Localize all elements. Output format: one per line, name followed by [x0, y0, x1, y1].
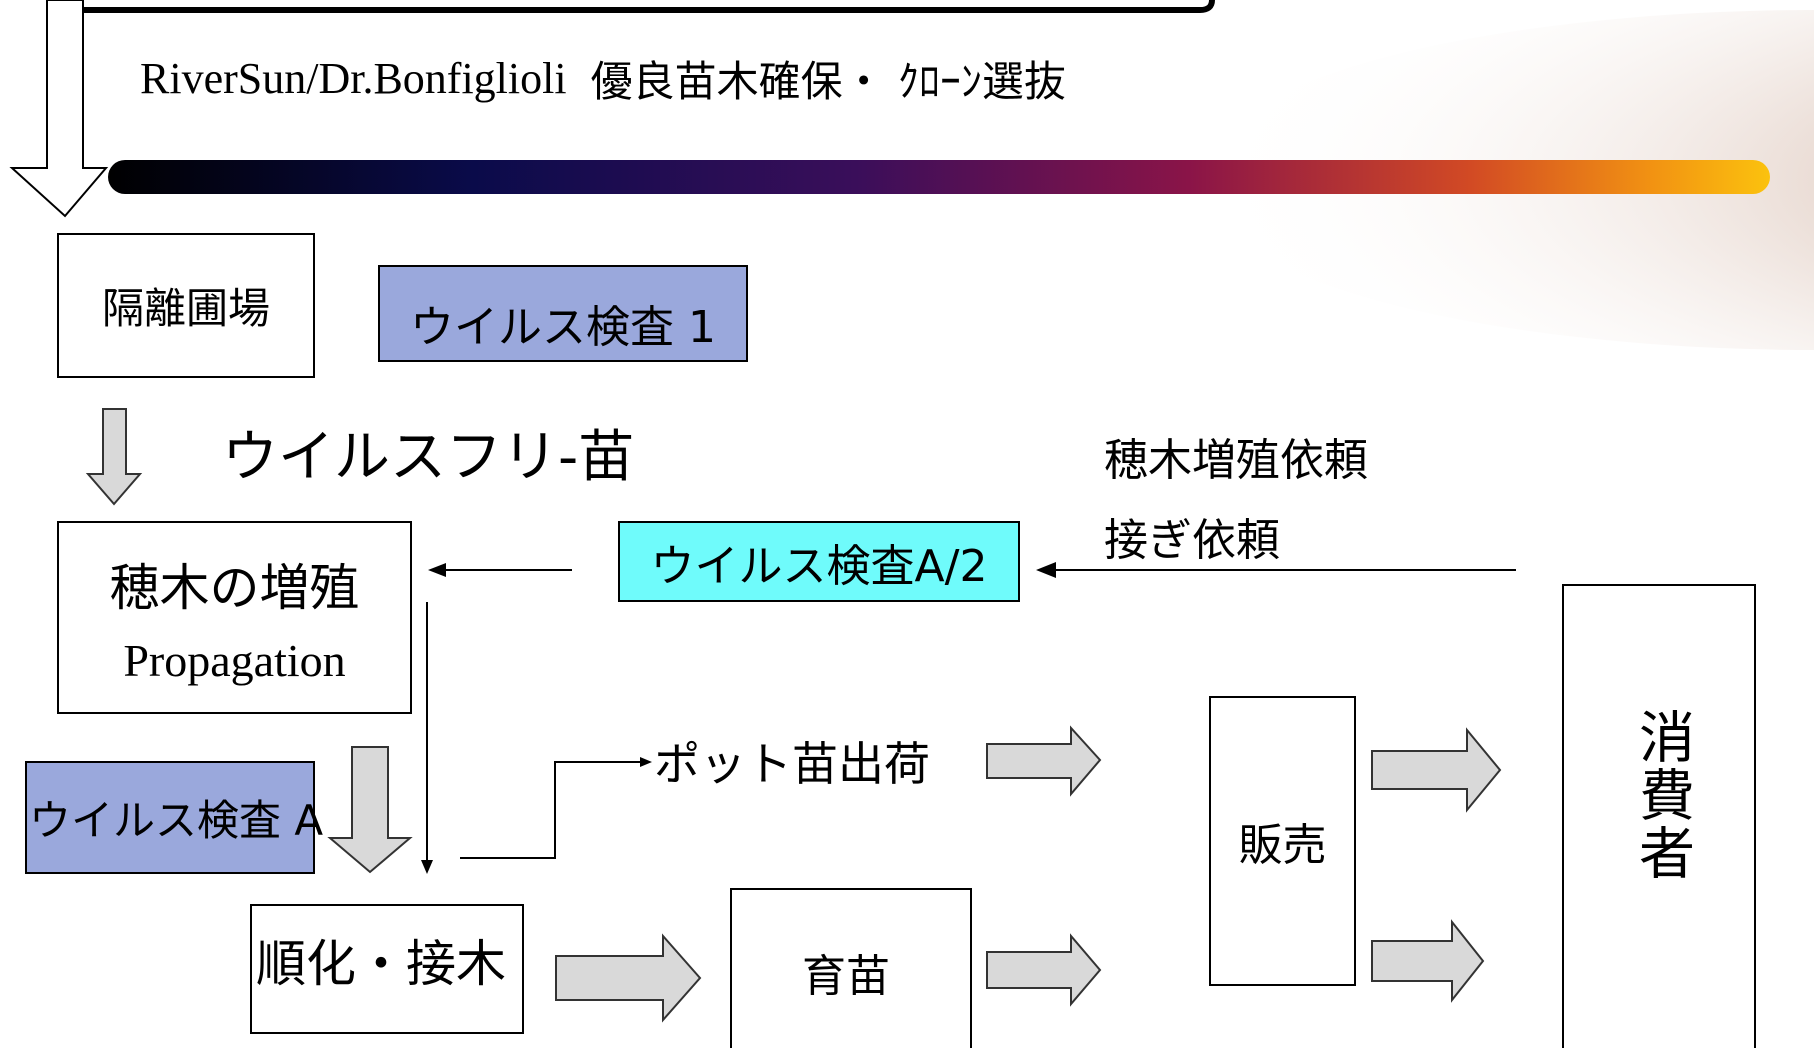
down-arrow-1 [85, 408, 143, 506]
arrowhead-request [1036, 562, 1056, 578]
arrowhead-a2 [428, 563, 446, 577]
header-caption-jp: 優良苗木確保・ ｸﾛｰﾝ選抜 [590, 56, 1066, 106]
title-frame-edge [72, 0, 1215, 13]
isolation-field-label: 隔離圃場 [101, 284, 270, 333]
consumer-label: 消費者 [1629, 708, 1695, 882]
virus-test-1-box: ウイルス検査 1 [378, 265, 748, 362]
grafting-request-label: 接ぎ依頼 [1104, 515, 1280, 566]
down-arrow-2 [327, 746, 413, 874]
block-arrow-pot-to-sales [986, 725, 1102, 797]
header-caption: RiverSun/Dr.Bonfiglioli 優良苗木確保・ ｸﾛｰﾝ選抜 [140, 48, 1066, 108]
seedling-raising-label: 育苗 [802, 951, 890, 1002]
block-arrow-sales-to-consumer-bottom [1371, 919, 1485, 1003]
arrowhead-propagation-down [421, 860, 433, 874]
arrowhead-pot-shipment [640, 757, 652, 767]
acclimation-grafting-box: 順化・接木 [250, 904, 524, 1034]
virus-test-a-box: ウイルス検査 A [25, 761, 323, 874]
header-caption-latin: RiverSun/Dr.Bonfiglioli [140, 53, 567, 103]
pot-seedling-shipment-label: ポット苗出荷 [654, 737, 930, 791]
big-down-arrow [9, 0, 109, 218]
block-arrow-sales-to-consumer-top [1371, 727, 1502, 813]
acclimation-grafting-label: 順化・接木 [256, 935, 506, 993]
scion-propagation-box: 穂木の増殖 Propagation [57, 521, 412, 714]
virus-test-a-label: ウイルス検査 A [29, 796, 324, 845]
seedling-raising-box: 育苗 [730, 888, 972, 1048]
scion-request-label: 穂木増殖依頼 [1104, 435, 1368, 486]
virus-test-a2-box: ウイルス検査A/2 [618, 521, 1020, 602]
sales-box: 販売 [1209, 696, 1356, 986]
virus-free-seedling-label: ウイルスフリ-苗 [222, 425, 635, 490]
scion-propagation-en-label: Propagation [123, 635, 346, 686]
sales-label: 販売 [1238, 820, 1327, 871]
block-arrow-seedling-to-sales [986, 933, 1102, 1007]
virus-test-a2-label: ウイルス検査A/2 [650, 540, 988, 592]
arrow-to-pot-shipment [460, 761, 642, 859]
block-arrow-grafting-to-seedling [555, 933, 702, 1023]
consumer-box: 消費者 [1562, 584, 1756, 1048]
scion-propagation-label: 穂木の増殖 [109, 559, 360, 617]
virus-test-1-label: ウイルス検査 1 [410, 301, 716, 353]
isolation-field-box: 隔離圃場 [57, 233, 315, 378]
comet-bar [108, 160, 1770, 194]
